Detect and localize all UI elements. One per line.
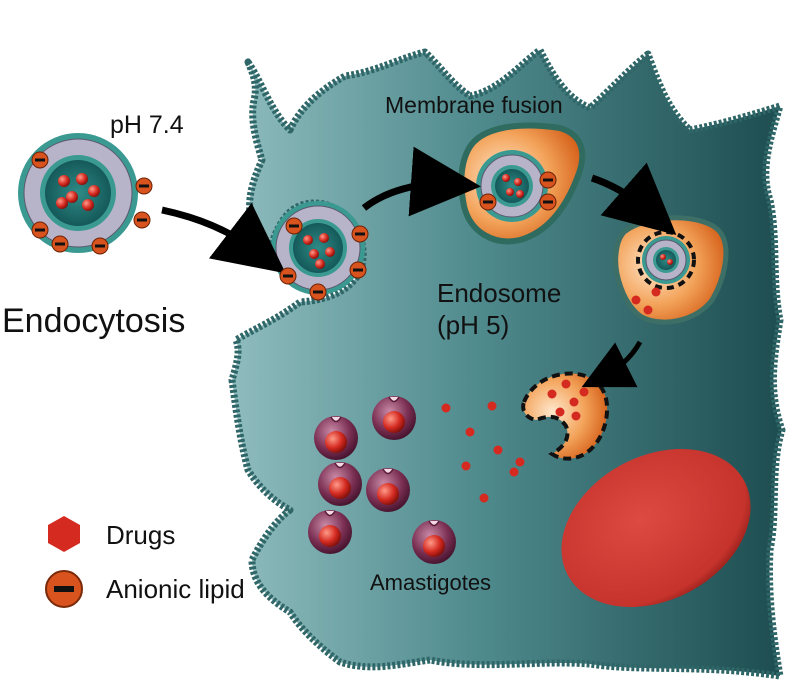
drug-icon — [516, 190, 524, 198]
drug-dots-group — [441, 287, 661, 503]
drug-icon — [88, 185, 100, 197]
arrow-to-fusion — [361, 146, 481, 217]
liposome-fusing — [476, 150, 548, 222]
drug-dot — [631, 295, 641, 305]
label-endocytosis: Endocytosis — [2, 302, 185, 340]
anionic-lipid-icon — [31, 221, 49, 239]
drug-icon — [319, 233, 329, 243]
anionic-lipid-icon — [309, 283, 327, 301]
amastigote — [308, 510, 352, 554]
drug-icon — [325, 247, 335, 257]
drug-icon — [506, 188, 514, 196]
liposome-drugs-group — [56, 173, 673, 269]
drug-icon — [82, 199, 94, 211]
label-membrane-fusion: Membrane fusion — [385, 92, 563, 118]
liposome-outside — [18, 133, 138, 253]
drug-dot — [571, 411, 581, 421]
drug-dot — [479, 493, 489, 503]
label-ph-outside: pH 7.4 — [110, 111, 184, 139]
amastigote — [366, 468, 410, 512]
drug-icon — [303, 235, 313, 245]
drug-dot — [493, 445, 503, 455]
arrow-to-release — [581, 340, 643, 388]
drug-dot — [547, 389, 557, 399]
drug-dot — [643, 305, 653, 315]
drug-dot — [465, 427, 475, 437]
drug-dot — [441, 403, 451, 413]
drug-icon — [514, 178, 522, 186]
drug-icon — [76, 173, 88, 185]
anionic-lipids-group — [31, 151, 557, 301]
amastigote — [314, 416, 358, 460]
anionic-lipid-icon — [135, 177, 153, 195]
drug-icon — [660, 254, 666, 260]
label-endosome-ph: (pH 5) — [437, 310, 509, 340]
drug-dot — [555, 407, 565, 417]
anionic-lipid-icon — [479, 193, 497, 211]
drug-icon — [66, 191, 78, 203]
arrow-endocytosis — [161, 202, 286, 274]
amastigote — [318, 462, 362, 506]
drug-icon — [56, 197, 68, 209]
amastigote — [372, 396, 416, 440]
nucleus — [561, 448, 751, 608]
legend: Drugs Anionic lipid — [45, 516, 245, 608]
drug-dot — [651, 287, 661, 297]
anionic-lipid-icon — [51, 235, 69, 253]
liposome-in-endosome — [636, 230, 696, 290]
anionic-lipid-icon — [539, 193, 557, 211]
drug-dot — [487, 401, 497, 411]
amastigote — [412, 520, 456, 564]
anionic-lipid-icon — [31, 151, 49, 169]
legend-drugs: Drugs — [106, 520, 175, 550]
amastigotes-group — [308, 396, 456, 564]
drug-icon — [502, 174, 510, 182]
drug-icon — [309, 249, 319, 259]
drug-dot — [569, 397, 579, 407]
drug-icon — [315, 259, 325, 269]
arrow-to-endosome — [590, 162, 677, 236]
anionic-lipid-icon — [349, 261, 367, 279]
anionic-lipid-icon — [539, 171, 557, 189]
anionic-lipid-icon — [279, 267, 297, 285]
drug-icon — [58, 175, 70, 187]
drug-dot — [579, 387, 589, 397]
drug-icon — [667, 259, 673, 265]
label-endosome: Endosome — [437, 278, 561, 308]
drug-dot — [561, 379, 571, 389]
legend-anionic-lipid: Anionic lipid — [106, 574, 245, 604]
drug-icon — [48, 516, 80, 552]
anionic-lipid-icon — [133, 211, 151, 229]
drug-dot — [461, 461, 471, 471]
anionic-lipid-icon — [285, 217, 303, 235]
anionic-lipid-icon — [351, 225, 369, 243]
drug-dot — [515, 457, 525, 467]
anionic-lipid-icon — [91, 237, 109, 255]
drug-dot — [509, 467, 519, 477]
anionic-lipid-icon — [45, 570, 83, 608]
label-amastigotes: Amastigotes — [370, 570, 491, 595]
